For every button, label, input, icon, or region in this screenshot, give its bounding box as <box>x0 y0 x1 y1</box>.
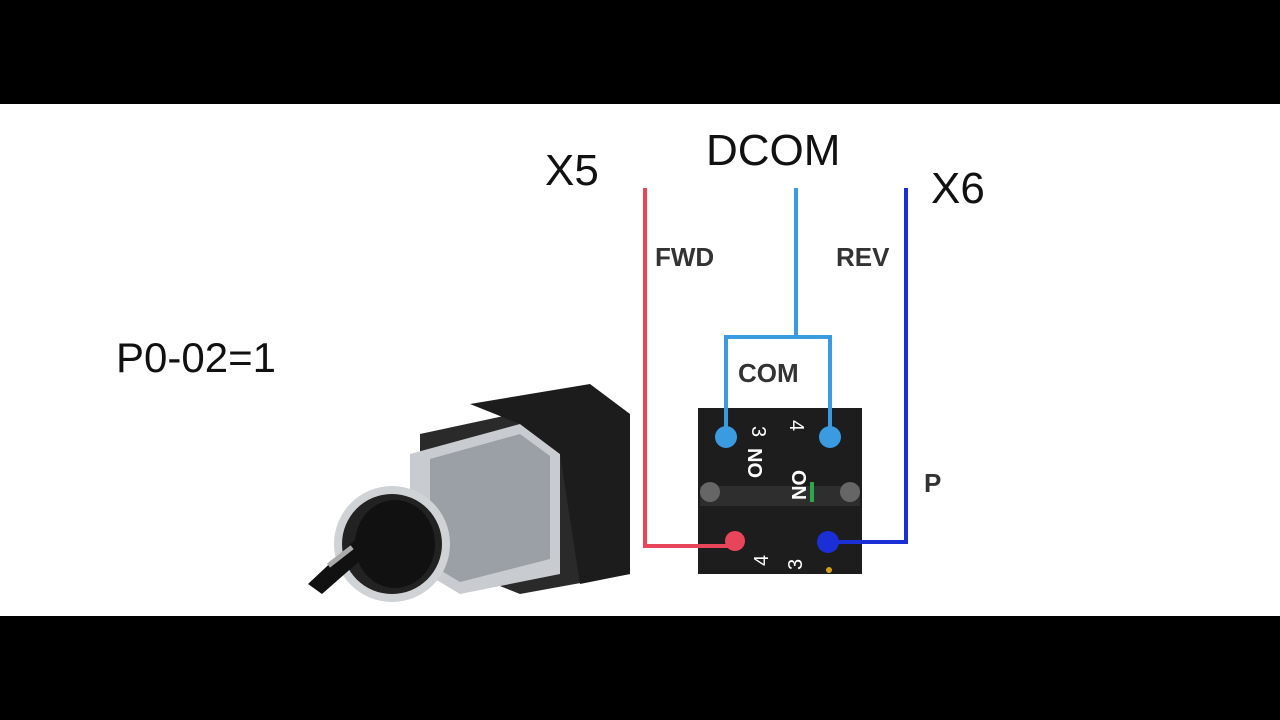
letterbox-top <box>0 0 1280 104</box>
diagram-canvas: 3 4 NO NO 4 3 P0-02=1 X5 DCOM X6 FWD REV… <box>0 104 1280 616</box>
rotary-selector-switch <box>308 384 630 602</box>
fwd-label: FWD <box>655 242 715 272</box>
contact-type-top: NO <box>743 448 765 478</box>
parameter-label: P0-02=1 <box>116 334 276 381</box>
clipped-label: P <box>924 468 942 498</box>
terminal-x6-label: X6 <box>931 164 985 213</box>
contact-type-bottom: NO <box>789 470 811 500</box>
contact-number-top-left: 3 <box>747 426 769 437</box>
fwd-wire <box>643 188 745 551</box>
rev-label: REV <box>836 242 890 272</box>
terminal-x5-label: X5 <box>545 146 599 195</box>
com-label: COM <box>738 358 799 388</box>
wiring-diagram: 3 4 NO NO 4 3 <box>308 188 908 602</box>
com-wire <box>715 188 841 448</box>
letterbox-bottom <box>0 616 1280 720</box>
contact-number-top-right: 4 <box>785 420 807 431</box>
contact-number-bottom-right: 3 <box>785 559 807 570</box>
contact-number-bottom-left: 4 <box>751 555 773 566</box>
rev-wire <box>817 188 908 553</box>
terminal-dcom-label: DCOM <box>706 126 841 175</box>
